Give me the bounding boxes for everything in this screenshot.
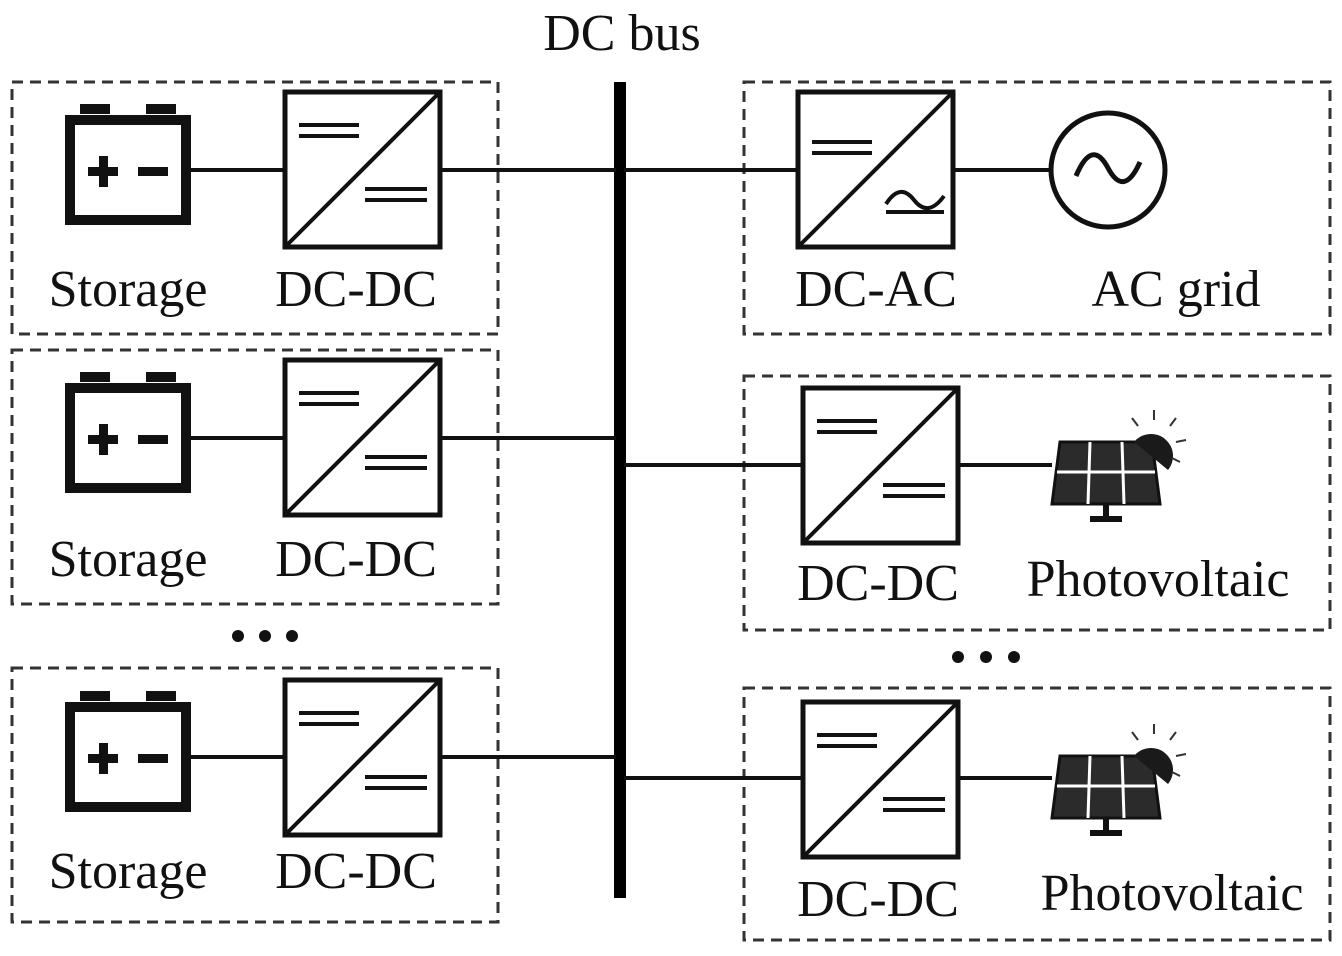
grid-unit-frame — [742, 80, 1332, 336]
more-storage-ellipsis — [232, 630, 298, 642]
grid-unit: DC-AC AC grid — [624, 80, 1332, 336]
pv-unit-frame — [742, 686, 1332, 942]
photovoltaic-label: Photovoltaic — [1027, 551, 1290, 608]
photovoltaic-label: Photovoltaic — [1041, 865, 1304, 922]
ac-source-icon — [1048, 110, 1168, 230]
dc-dc-label: DC-DC — [797, 555, 959, 612]
dc-ac-label: DC-AC — [795, 261, 957, 318]
dc-ac-converter-icon — [798, 92, 953, 247]
battery-icon — [70, 104, 186, 220]
dc-dc-converter-icon — [803, 702, 958, 857]
pv-unit: DC-DC Photovoltaic — [624, 686, 1332, 942]
pv-unit-frame — [742, 374, 1332, 632]
storage-unit: Storage DC-DC — [10, 348, 616, 606]
storage-unit-frame — [10, 80, 500, 336]
dc-dc-converter-icon — [285, 680, 440, 835]
more-pv-ellipsis — [952, 651, 1020, 663]
solar-panel-icon — [1050, 408, 1188, 524]
dc-dc-converter-icon — [285, 92, 440, 247]
ac-grid-label: AC grid — [1092, 261, 1261, 318]
dc-dc-label: DC-DC — [797, 871, 959, 928]
storage-unit-frame — [10, 666, 500, 924]
dc-dc-converter-icon — [285, 360, 440, 515]
dc-dc-converter-icon — [803, 388, 958, 543]
dc-dc-label: DC-DC — [275, 261, 437, 318]
storage-unit: Storage DC-DC — [10, 80, 616, 336]
dc-dc-label: DC-DC — [275, 531, 437, 588]
storage-label: Storage — [49, 531, 208, 588]
storage-label: Storage — [49, 261, 208, 318]
dc-bus-label: DC bus — [543, 5, 700, 62]
battery-icon — [70, 691, 186, 807]
dc-dc-label: DC-DC — [275, 843, 437, 900]
pv-unit: DC-DC Photovoltaic — [624, 374, 1332, 632]
battery-icon — [70, 372, 186, 488]
storage-unit-frame — [10, 348, 500, 606]
storage-label: Storage — [49, 843, 208, 900]
solar-panel-icon — [1050, 722, 1188, 838]
storage-unit: Storage DC-DC — [10, 666, 616, 924]
